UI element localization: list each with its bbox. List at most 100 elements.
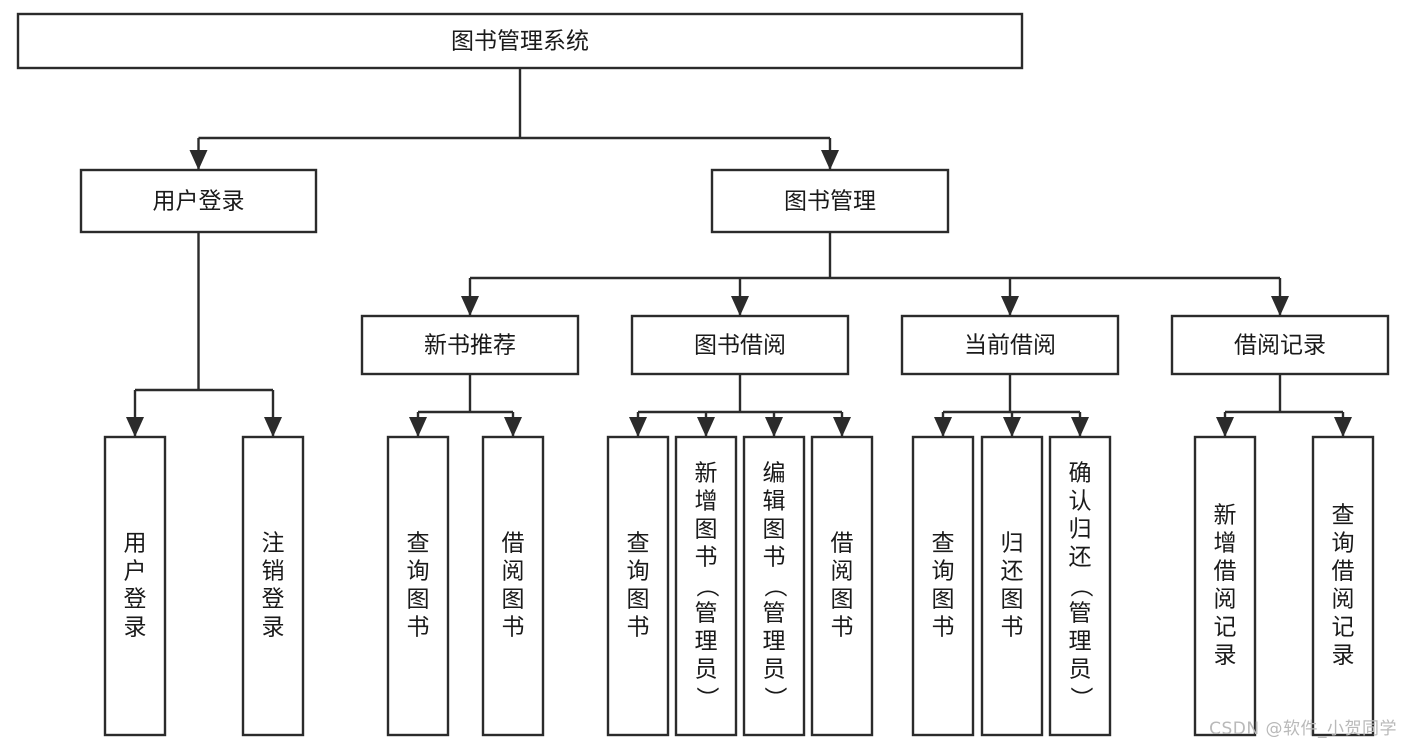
node-label-char: 查 [407,531,430,557]
arrow-head-icon [731,296,749,316]
node-label: 当前借阅 [964,333,1056,359]
arrow-head-icon [629,417,647,437]
node-box-rect [241,435,305,737]
node-label-char: 新 [1214,503,1237,529]
node-label-char: 增 [695,489,718,515]
node-label-char: 书 [502,615,525,641]
node-label-char: ） [762,687,788,710]
connector-edges [126,68,1352,437]
node-label-char: 图 [1001,587,1024,613]
node-box-rect [16,12,1024,70]
node-label-char: 阅 [1332,587,1355,613]
node-box-rect [674,435,738,737]
node-current-borrow[interactable]: 当前借阅 [900,314,1120,376]
node-label-char: ） [694,687,720,710]
arrow-head-icon [461,296,479,316]
node-label-char: 书 [831,615,854,641]
arrow-head-icon [1334,417,1352,437]
node-label-char: 询 [407,559,430,585]
node-label-char: 销 [262,559,285,585]
arrow-head-icon [1003,417,1021,437]
arrow-head-icon [1271,296,1289,316]
node-label: 图书管理系统 [451,29,589,55]
node-label-char: 书 [763,545,786,571]
node-label-char: 录 [124,615,147,641]
node-label-char: 员 [1069,657,1092,683]
node-label-char: 书 [932,615,955,641]
node-label-char: 阅 [502,559,525,585]
node-box-rect [360,314,580,376]
node-label: 图书借阅 [694,333,786,359]
node-label-char: 录 [1332,643,1355,669]
node-label-char: 管 [763,601,786,627]
node-label-char: 阅 [1214,587,1237,613]
node-label-char: 管 [695,601,718,627]
node-label-char: 员 [763,657,786,683]
node-label-char: （ [694,575,720,598]
node-label-char: 管 [1069,601,1092,627]
node-label-char: 书 [1001,615,1024,641]
node-label-char: 注 [262,531,285,557]
node-box-rect [630,314,850,376]
node-label: 用户登录 [153,189,245,215]
node-label-char: 还 [1001,559,1024,585]
node-label-char: 记 [1214,615,1237,641]
arrow-head-icon [126,417,144,437]
node-label-char: 查 [932,531,955,557]
node-label: 图书管理 [784,189,876,215]
node-book-manage[interactable]: 图书管理 [710,168,950,234]
node-leaf-user-login[interactable]: 用户登录 [103,435,167,737]
node-root-book-management-system[interactable]: 图书管理系统 [16,12,1024,70]
node-label-char: 图 [502,587,525,613]
node-label-char: 借 [1332,559,1355,585]
node-box-rect [1311,435,1375,737]
node-label-char: 编 [763,461,786,487]
node-label-char: 新 [695,461,718,487]
node-label-char: 登 [124,587,147,613]
node-box-rect [810,435,874,737]
node-boxes: 图书管理系统用户登录图书管理新书推荐图书借阅当前借阅借阅记录用户登录注销登录查询… [16,12,1390,737]
node-box-rect [103,435,167,737]
node-label-char: ） [1068,687,1094,710]
arrow-head-icon [264,417,282,437]
node-box-rect [742,435,806,737]
node-label-char: 录 [1214,643,1237,669]
node-label-char: 记 [1332,615,1355,641]
node-label-char: 借 [831,531,854,557]
node-label-char: 归 [1001,531,1024,557]
node-label-char: 图 [627,587,650,613]
node-label-char: 借 [1214,559,1237,585]
node-book-borrow[interactable]: 图书借阅 [630,314,850,376]
node-box-rect [1048,435,1112,737]
node-label-char: 确 [1069,461,1092,487]
node-label-char: 查 [1332,503,1355,529]
node-user-login[interactable]: 用户登录 [79,168,318,234]
arrow-head-icon [934,417,952,437]
node-label-char: 增 [1214,531,1237,557]
arrow-head-icon [697,417,715,437]
node-label-char: 图 [763,517,786,543]
node-label-char: 户 [124,559,147,585]
node-box-rect [606,435,670,737]
arrow-head-icon [821,150,839,170]
node-label-char: 辑 [763,489,786,515]
node-label-char: 书 [627,615,650,641]
node-borrow-record[interactable]: 借阅记录 [1170,314,1390,376]
node-label-char: 归 [1069,517,1092,543]
node-new-book-recommend[interactable]: 新书推荐 [360,314,580,376]
node-label-char: 借 [502,531,525,557]
arrow-head-icon [504,417,522,437]
